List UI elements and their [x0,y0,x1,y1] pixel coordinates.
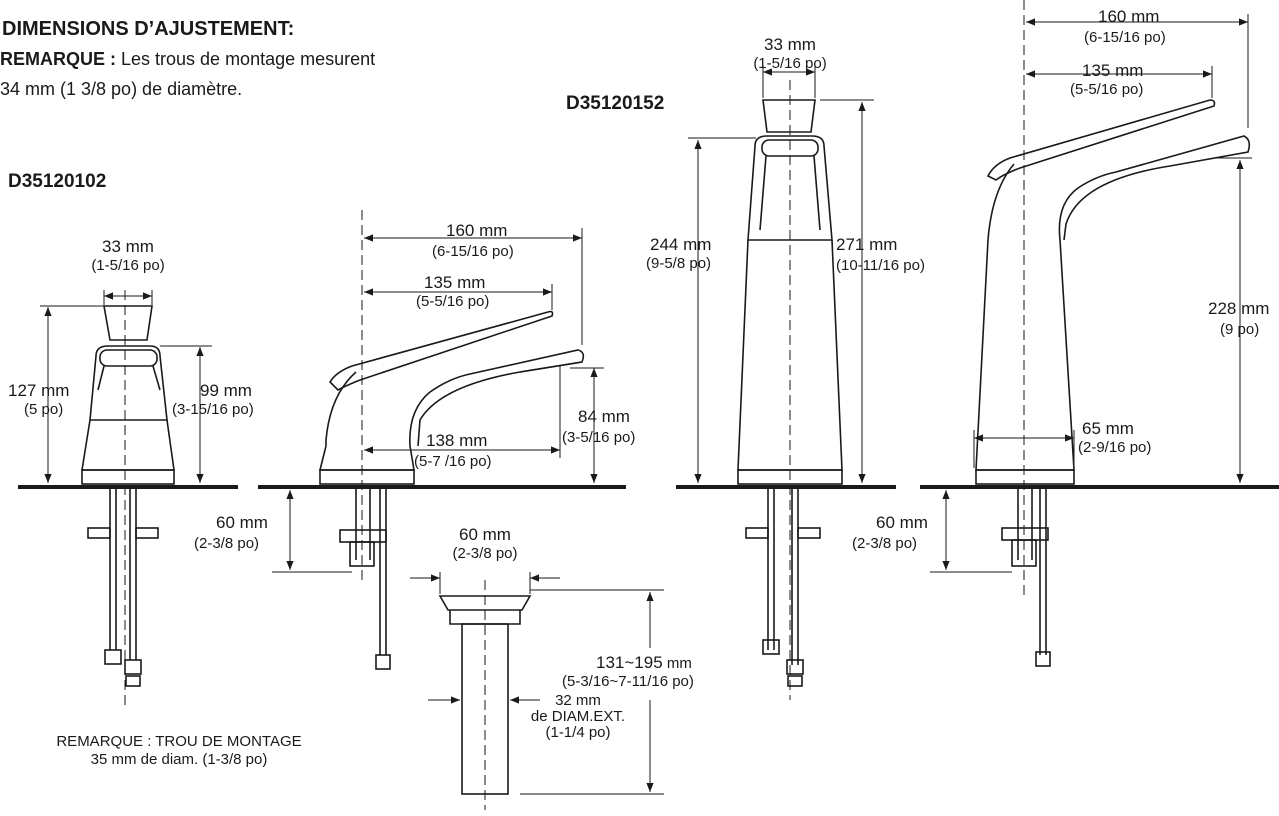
dim-right-height-in: (10-11/16 po) [836,257,925,274]
dim-left-handle-reach: 135 mm [424,273,486,292]
dimension-lines [40,14,1252,795]
dim-right-shank: 60 mm [876,513,928,532]
remark-line-1: REMARQUE : Les trous de montage mesurent [0,49,376,70]
faucet-side-tall [975,99,1251,667]
dim-left-handle-height: 99 mm [200,381,252,400]
remark-label: REMARQUE : [0,49,116,69]
dim-left-width-in: (1-5/16 po) [91,257,165,274]
dim-right-width-in: (1-5/16 po) [753,55,827,72]
dim-left-spout-reach: 160 mm [446,221,508,240]
model-number-left: D35120102 [8,171,107,192]
dim-right-handle-reach: 135 mm [1082,61,1144,80]
dim-drain-length: 131~195 mm [596,653,692,673]
dim-drain-od-in: (1-1/4 po) [545,724,611,741]
faucet-side-small [318,310,585,670]
dim-left-spout-height: 84 mm [578,407,630,426]
dim-left-shank: 60 mm [216,513,268,532]
remark-line-2: 34 mm (1 3/8 po) de diamètre. [0,79,243,99]
dim-right-handle-reach-in: (5-5/16 po) [1070,81,1144,98]
dim-right-spout-reach: 160 mm [1098,7,1160,26]
dim-left-shank-in: (2-3/8 po) [194,535,260,552]
dim-left-spout-center: 138 mm [426,431,488,450]
dim-drain-length-in: (5-3/16~7-11/16 po) [562,673,694,690]
dim-left-width: 33 mm [102,237,154,256]
dim-right-handle-height-in: (9-5/8 po) [646,255,712,272]
dim-drain-flange: 60 mm [459,525,511,544]
dim-right-base-width-in: (2-9/16 po) [1078,439,1152,456]
dim-right-spout-reach-in: (6-15/16 po) [1084,29,1166,46]
dim-right-base-width: 65 mm [1082,419,1134,438]
dim-left-handle-height-in: (3-15/16 po) [172,401,254,418]
dim-right-height: 271 mm [836,235,898,254]
dim-drain-od: 32 mm [555,692,601,709]
remark-text-1: Les trous de montage mesurent [116,49,376,69]
dim-left-height-in: (5 po) [24,401,64,418]
dim-drain-length-unit: mm [662,655,692,672]
dim-right-handle-height: 244 mm [650,235,712,254]
model-number-right: D35120152 [566,93,665,114]
dim-drain-flange-in: (2-3/8 po) [452,545,518,562]
dim-left-spout-reach-in: (6-15/16 po) [432,243,514,260]
dim-left-spout-center-in: (5-7 /16 po) [414,453,492,470]
page-title: DIMENSIONS D’AJUSTEMENT: [2,18,295,40]
faucet-front-small [81,305,175,687]
dim-drain-od-label: de DIAM.EXT. [530,708,626,725]
dim-drain-length-value: 131~195 [596,653,663,672]
dim-left-height: 127 mm [8,381,70,400]
dim-right-spout-height: 228 mm [1208,299,1270,318]
dim-left-handle-reach-in: (5-5/16 po) [416,293,490,310]
dim-right-spout-height-in: (9 po) [1220,321,1260,338]
dim-left-spout-height-in: (3-5/16 po) [562,429,636,446]
mounting-hole-note-2: 35 mm de diam. (1-3/8 po) [90,751,268,768]
mounting-hole-note-1: REMARQUE : TROU DE MONTAGE [56,733,302,750]
faucet-front-tall [737,99,843,687]
dim-right-shank-in: (2-3/8 po) [852,535,918,552]
dim-right-width: 33 mm [764,35,816,54]
